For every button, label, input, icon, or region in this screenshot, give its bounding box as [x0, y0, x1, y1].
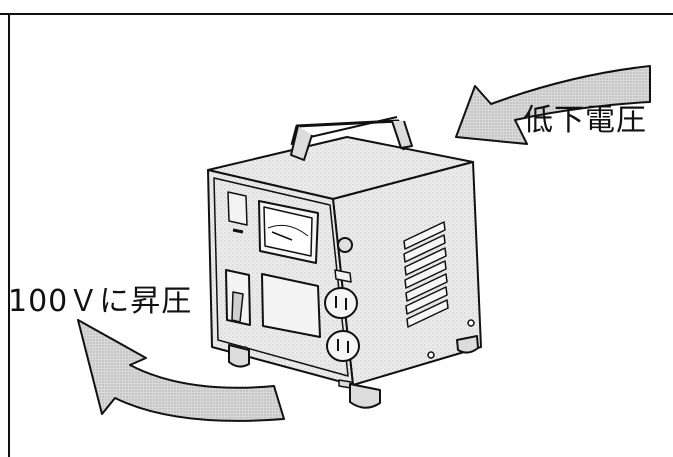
page-frame [0, 13, 673, 457]
boost-voltage-label: 100Ｖに昇圧 [8, 284, 193, 319]
transformer-device [207, 116, 482, 409]
incoming-arrow-icon [455, 65, 651, 145]
outgoing-arrow-icon [77, 319, 285, 422]
reduced-voltage-label: 低下電圧 [523, 103, 647, 138]
